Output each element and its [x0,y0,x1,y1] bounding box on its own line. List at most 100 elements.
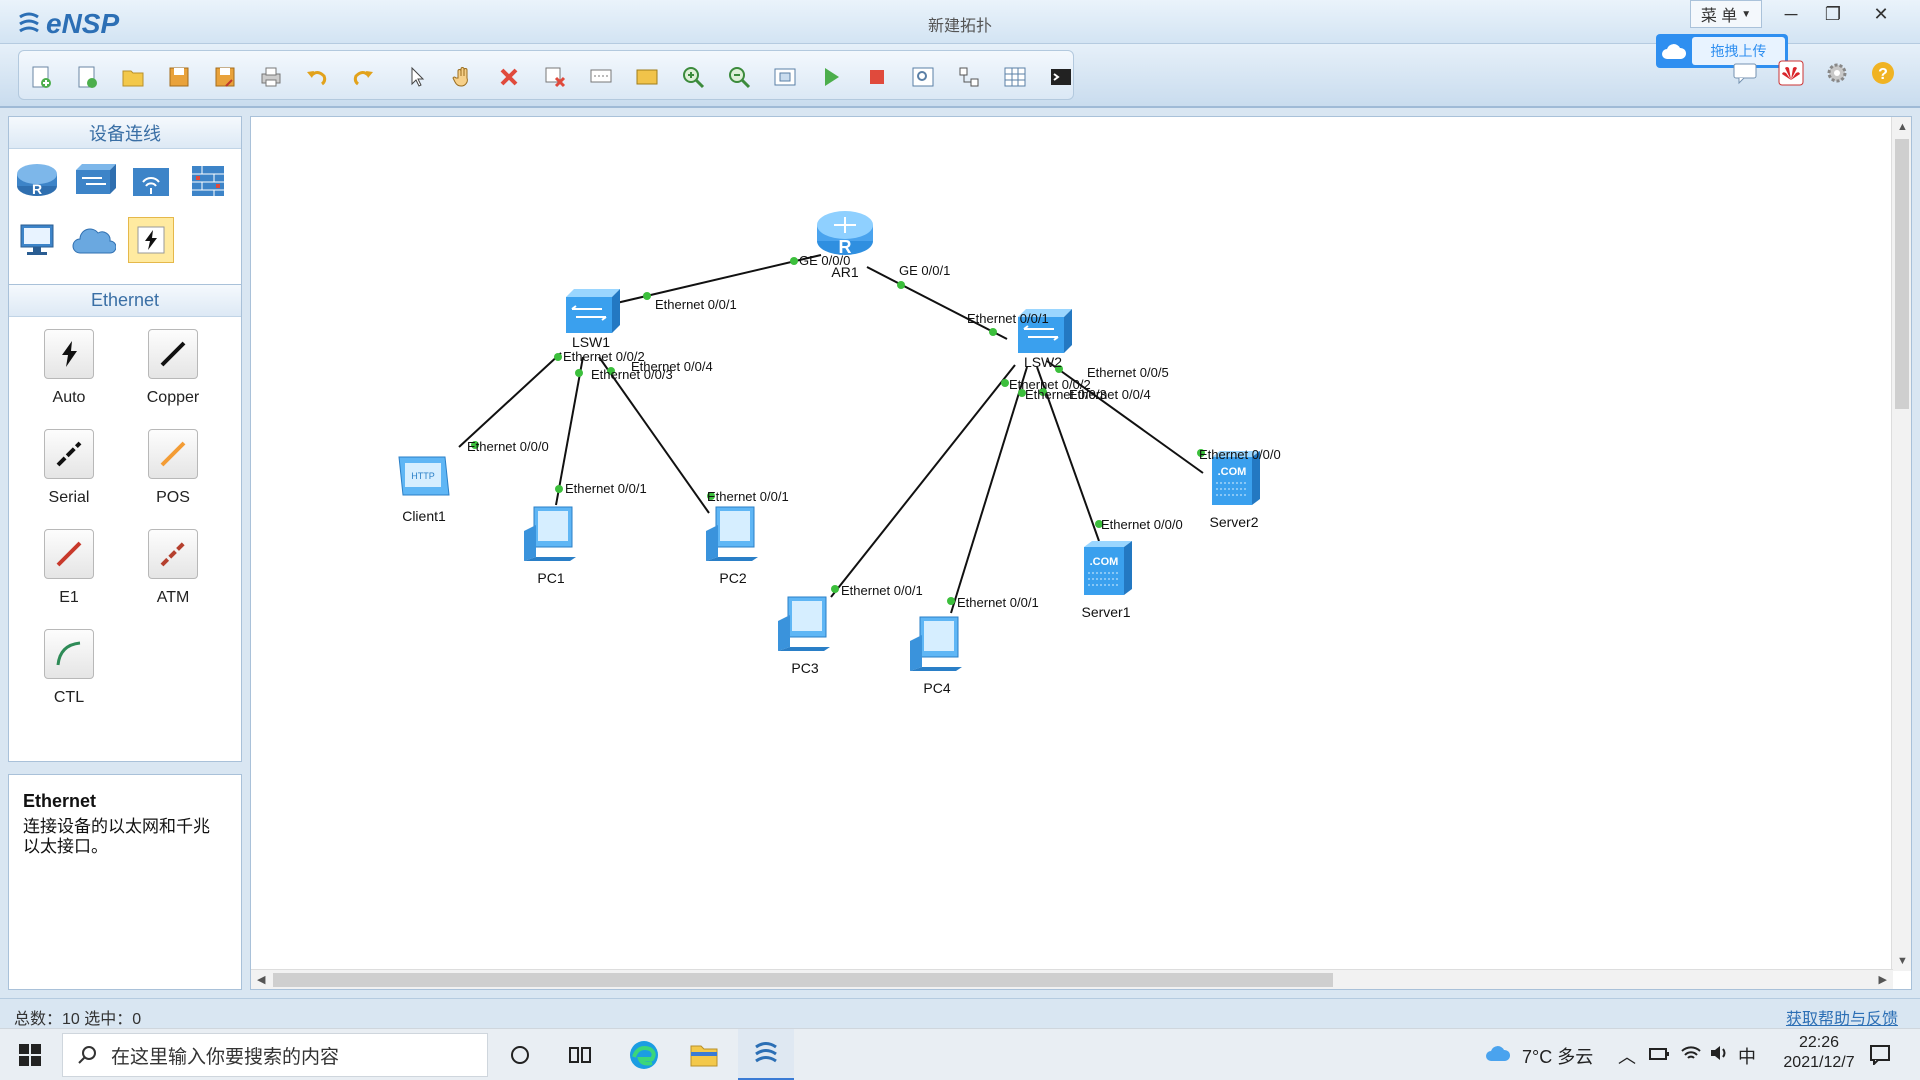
vertical-scrollbar[interactable]: ▲ ▼ [1891,117,1911,971]
cable-atm[interactable]: ATM [133,529,213,607]
ensp-taskbar-button[interactable] [738,1029,794,1080]
horizontal-scrollbar[interactable]: ◀ ▶ [251,969,1893,989]
print-button[interactable] [257,63,285,91]
capture-button[interactable] [909,63,937,91]
cloud-upload-icon [1662,44,1687,59]
switch-category[interactable] [71,157,117,203]
node-lsw2[interactable]: LSW2 [1009,305,1077,370]
fit-view-button[interactable] [771,63,799,91]
pan-tool-button[interactable] [449,63,477,91]
cable-auto[interactable]: Auto [29,329,109,407]
horizontal-scroll-thumb[interactable] [273,973,1333,987]
node-pc1[interactable]: PC1 [515,501,587,586]
node-pc4[interactable]: PC4 [901,611,973,696]
cable-atm-label: ATM [156,589,190,606]
node-server2[interactable]: .COM Server2 [1197,447,1271,530]
stop-device-button[interactable] [863,63,891,91]
node-client1[interactable]: HTTP Client1 [389,447,459,524]
terminal-button[interactable] [1047,63,1075,91]
taskbar-clock[interactable]: 22:26 2021/12/7 [1764,1033,1874,1073]
delete-link-button[interactable] [541,63,569,91]
wlan-category[interactable] [128,157,174,203]
notification-icon[interactable] [1868,1043,1892,1065]
link-lsw1-client1[interactable] [458,352,562,448]
taskbar-search[interactable]: 在这里输入你要搜索的内容 [62,1033,488,1077]
main-menu-button[interactable]: 菜 单 ▼ [1690,0,1762,28]
weather-text[interactable]: 7°C 多云 [1522,1047,1594,1067]
router-category[interactable]: R [14,157,60,203]
task-view-button[interactable] [552,1029,608,1080]
undo-button[interactable] [303,63,331,91]
save-as-button[interactable] [211,63,239,91]
cable-copper[interactable]: Copper [133,329,213,407]
help-button[interactable]: ? [1868,58,1898,88]
node-lsw1[interactable]: LSW1 [557,285,625,350]
file-explorer-button[interactable] [676,1029,732,1080]
scroll-right-icon[interactable]: ▶ [1878,974,1887,986]
open-button[interactable] [119,63,147,91]
cable-ctl[interactable]: CTL [29,629,109,707]
link-ar1-lsw2[interactable] [866,266,1008,340]
firewall-icon [192,166,224,196]
task-view-icon [569,1047,591,1063]
restore-button[interactable]: ❐ [1812,0,1854,28]
minimize-button[interactable]: ─ [1770,0,1812,28]
huawei-button[interactable] [1776,58,1806,88]
terminal-category[interactable] [14,217,60,263]
zoom-out-button[interactable] [725,63,753,91]
edge-browser-button[interactable] [616,1029,672,1080]
link-lsw2-pc3[interactable] [830,364,1016,598]
link-lsw2-pc4[interactable] [950,366,1028,614]
link-lsw2-server2[interactable] [1046,360,1204,474]
cable-pos[interactable]: POS [133,429,213,507]
close-button[interactable]: ✕ [1860,0,1902,28]
port-dot-lsw1-e002 [554,353,562,361]
settings-button[interactable] [1822,58,1852,88]
topology-button[interactable] [955,63,983,91]
node-pc2[interactable]: PC2 [697,501,769,586]
message-button[interactable] [1730,58,1760,88]
delete-button[interactable] [495,63,523,91]
cable-e1[interactable]: E1 [29,529,109,607]
text-note-button[interactable] [587,63,615,91]
link-lsw1-pc2[interactable] [598,356,710,514]
svg-text:R: R [32,181,42,197]
link-lsw1-pc1[interactable] [555,356,584,506]
grid-button[interactable] [1001,63,1029,91]
tray-expand-icon[interactable]: ︿ [1618,1047,1636,1067]
node-server1[interactable]: .COM Server1 [1069,537,1143,620]
battery-icon[interactable] [1648,1045,1670,1063]
cortana-button[interactable] [492,1029,548,1080]
volume-icon[interactable] [1708,1043,1730,1063]
node-pc3[interactable]: PC3 [769,591,841,676]
topology-canvas[interactable]: R AR1 LSW1 LSW2 HTTP Client1 PC1 PC2 PC3… [250,116,1912,990]
palette-button[interactable] [633,63,661,91]
link-lsw2-server1[interactable] [1036,366,1100,542]
scroll-left-icon[interactable]: ◀ [257,974,266,986]
scroll-up-icon[interactable]: ▲ [1897,121,1908,133]
ime-indicator[interactable]: 中 [1738,1047,1756,1067]
link-ar1-lsw1[interactable] [590,254,822,310]
cable-copper-label: Copper [146,389,200,406]
wifi-icon[interactable] [1680,1043,1702,1063]
save-button[interactable] [165,63,193,91]
cable-palette: Ethernet Auto Copper Serial POS E1 ATM C… [8,284,242,762]
scroll-down-icon[interactable]: ▼ [1897,955,1908,967]
upload-widget[interactable]: 拖拽上传 [1656,34,1788,68]
new-topology-button[interactable] [27,63,55,91]
node-ar1[interactable]: R AR1 [813,207,877,280]
redo-button[interactable] [349,63,377,91]
zoom-in-button[interactable] [679,63,707,91]
start-device-button[interactable] [817,63,845,91]
port-label-lsw1-e002: Ethernet 0/0/2 [563,349,645,364]
firewall-category[interactable] [185,157,231,203]
vertical-scroll-thumb[interactable] [1895,139,1909,409]
connection-category[interactable] [128,217,174,263]
select-tool-button[interactable] [403,63,431,91]
cable-serial[interactable]: Serial [29,429,109,507]
cloud-category[interactable] [71,217,117,263]
new-example-button[interactable] [73,63,101,91]
new-file-icon [32,66,51,88]
help-feedback-link[interactable]: 获取帮助与反馈 [1785,1011,1898,1028]
start-button[interactable] [0,1029,60,1080]
